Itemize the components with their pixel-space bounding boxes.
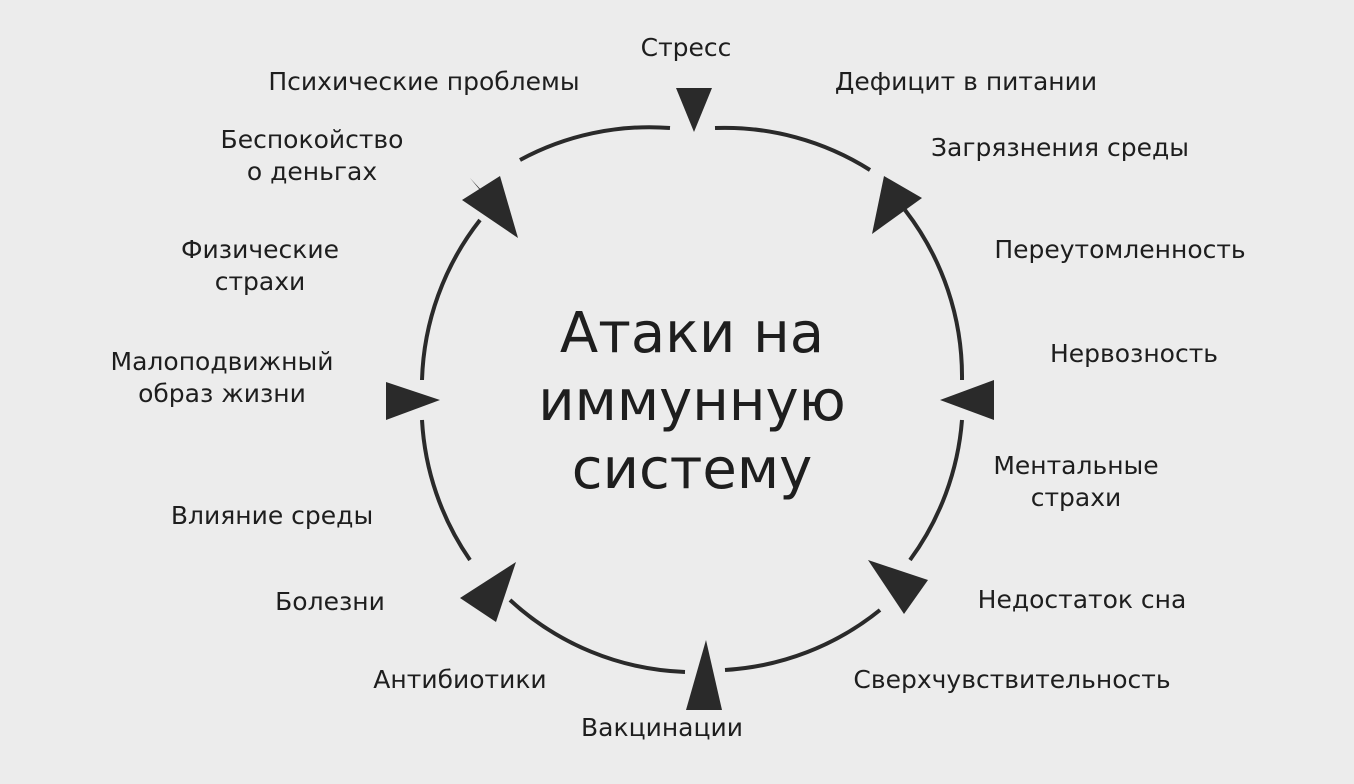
circle-arc: [714, 125, 872, 172]
label-nervousness: Нервозность: [1049, 339, 1219, 368]
circle-arc: [508, 598, 686, 674]
arrow-icon: [386, 382, 440, 420]
label-line: страхи: [214, 267, 306, 296]
label-hypersensitivity: Сверхчувствительность: [853, 665, 1171, 694]
arrow-icon: [686, 640, 722, 710]
label-line: о деньгах: [246, 157, 378, 186]
title-line: иммунную: [538, 369, 846, 434]
circle-arc: [724, 608, 882, 672]
label-money-worry: Беспокойство о деньгах: [221, 124, 404, 188]
arrow-icon: [460, 562, 516, 622]
diagram-title: Атаки на иммунную систему: [538, 300, 846, 504]
arrow-icon: [868, 560, 928, 614]
circle-arc: [420, 419, 472, 562]
label-sedentary: Малоподвижный образ жизни: [111, 346, 334, 410]
circle-arc: [420, 218, 482, 381]
circle-arc: [903, 208, 965, 381]
label-line: Малоподвижный: [110, 347, 334, 376]
arrow-icon: [940, 380, 994, 420]
circle-arc: [519, 125, 671, 162]
arrow-icon: [872, 176, 922, 234]
label-lack-of-sleep: Недостаток сна: [977, 585, 1187, 614]
title-line: Атаки на: [559, 301, 825, 366]
circle-arc: [908, 419, 964, 562]
label-pollution: Загрязнения среды: [930, 133, 1190, 162]
label-physical-fears: Физические страхи: [181, 234, 339, 298]
label-environment: Влияние среды: [170, 501, 374, 530]
arrow-icon: [676, 88, 712, 132]
label-mental-problems: Психические проблемы: [268, 67, 580, 96]
label-line: страхи: [1030, 483, 1122, 512]
label-vaccinations: Вакцинации: [580, 713, 744, 742]
label-mental-fears: Ментальные страхи: [993, 450, 1158, 514]
label-stress: Стресс: [640, 33, 732, 62]
title-line: систему: [571, 437, 813, 502]
label-line: Физические: [181, 235, 339, 264]
label-antibiotics: Антибиотики: [373, 665, 547, 694]
arrow-icon: [462, 176, 518, 238]
label-overfatigue: Переутомленность: [994, 235, 1246, 264]
label-nutrition-deficit: Дефицит в питании: [834, 67, 1098, 96]
label-line: Ментальные: [993, 451, 1159, 480]
label-line: Беспокойство: [220, 125, 404, 154]
label-line: образ жизни: [138, 379, 306, 408]
label-diseases: Болезни: [275, 587, 385, 616]
